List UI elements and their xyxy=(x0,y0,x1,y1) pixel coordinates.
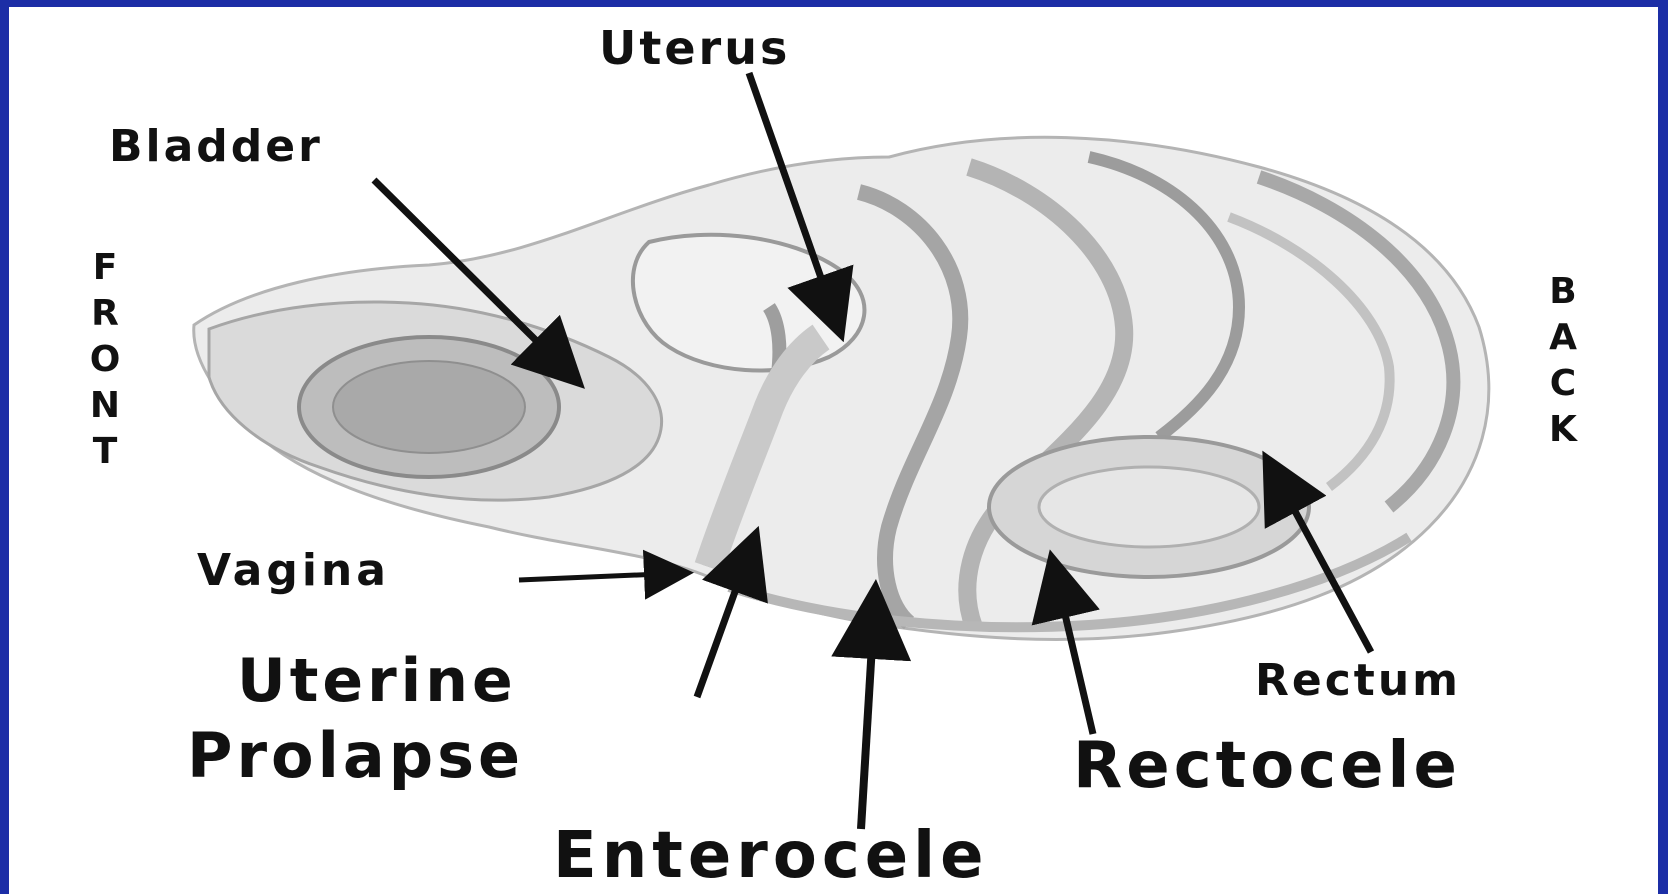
label-vagina: Vagina xyxy=(197,549,390,593)
label-uterus: Uterus xyxy=(599,25,790,71)
label-front: FRONT xyxy=(85,245,125,475)
label-prolapse: Prolapse xyxy=(187,725,524,787)
label-rectocele: Rectocele xyxy=(1073,734,1461,798)
label-uterine: Uterine xyxy=(237,651,517,711)
bladder-inner xyxy=(333,361,525,453)
label-rectum: Rectum xyxy=(1255,659,1461,703)
label-back: BACK xyxy=(1543,269,1583,453)
rectum-inner xyxy=(1039,467,1259,547)
label-bladder: Bladder xyxy=(109,125,323,169)
label-enterocele: Enterocele xyxy=(553,824,989,888)
enterocele-arrow xyxy=(861,595,875,829)
vagina-arrow xyxy=(519,573,684,580)
